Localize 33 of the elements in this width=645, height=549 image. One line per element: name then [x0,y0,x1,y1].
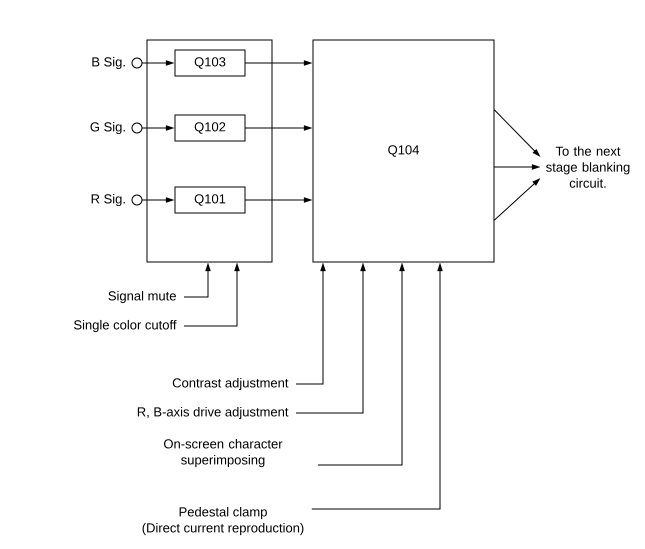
input-terminal [132,58,142,68]
signal-label: B Sig. [92,56,125,70]
arrow [184,262,211,298]
arrow [296,262,326,384]
signal-label: G Sig. [90,122,125,134]
arrow [311,262,443,510]
arrow [318,262,405,466]
group-box [146,40,272,262]
arrow [494,110,540,157]
block-box: Q103 [174,50,246,76]
block-box: Q101 [174,186,246,214]
control-label: Single color cutoff [74,320,177,332]
control-label: Contrast adjustment [172,378,288,390]
signal-label: R Sig. [92,194,125,206]
arrow [142,197,174,203]
control-label: Signal mute [108,290,176,304]
arrow [184,262,240,326]
block-box: Q102 [174,114,246,142]
input-terminal [132,194,142,206]
output-label: To the next stage blanking circuit. [546,146,630,188]
control-label: Pedestal clamp (Direct current reproduction) [142,506,304,536]
arrow [142,125,174,131]
control-label: On-screen character superimposing [164,438,282,468]
arrow [142,60,174,66]
control-label: R, B-axis drive adjustment [138,406,288,420]
arrow [494,164,540,170]
block-box: Q104 [312,40,494,262]
arrow [245,60,312,66]
arrow [245,197,312,203]
arrow [296,262,366,414]
arrow [494,178,540,220]
arrow [245,125,312,131]
input-terminal [132,122,142,134]
